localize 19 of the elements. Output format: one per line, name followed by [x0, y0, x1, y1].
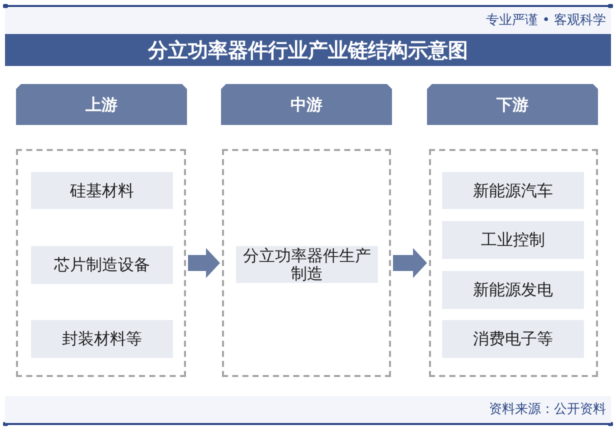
- item-box: 芯片制造设备: [31, 246, 173, 284]
- stage-tab: 下游: [427, 84, 598, 125]
- dashed-frame: [16, 149, 186, 377]
- item-box: 新能源汽车: [442, 172, 584, 209]
- item-box: 封装材料等: [31, 320, 173, 358]
- dashed-frame: [429, 149, 598, 377]
- block-arrow: [188, 248, 220, 278]
- dashed-frame: [222, 149, 391, 377]
- slogan-text: 专业严谨 • 客观科学: [486, 13, 606, 29]
- source-note: 资料来源：公开资料: [489, 402, 606, 418]
- stage-tab: 中游: [221, 84, 392, 125]
- stage-tab: 上游: [16, 84, 187, 125]
- item-box: 消费电子等: [442, 320, 584, 358]
- item-box: 硅基材料: [31, 172, 173, 209]
- block-arrow: [393, 248, 427, 278]
- item-box: 新能源发电: [442, 271, 584, 309]
- title-band: 分立功率器件行业产业链结构示意图: [5, 34, 611, 66]
- item-box: 分立功率器件生产制造: [236, 246, 378, 283]
- item-box: 工业控制: [442, 221, 584, 259]
